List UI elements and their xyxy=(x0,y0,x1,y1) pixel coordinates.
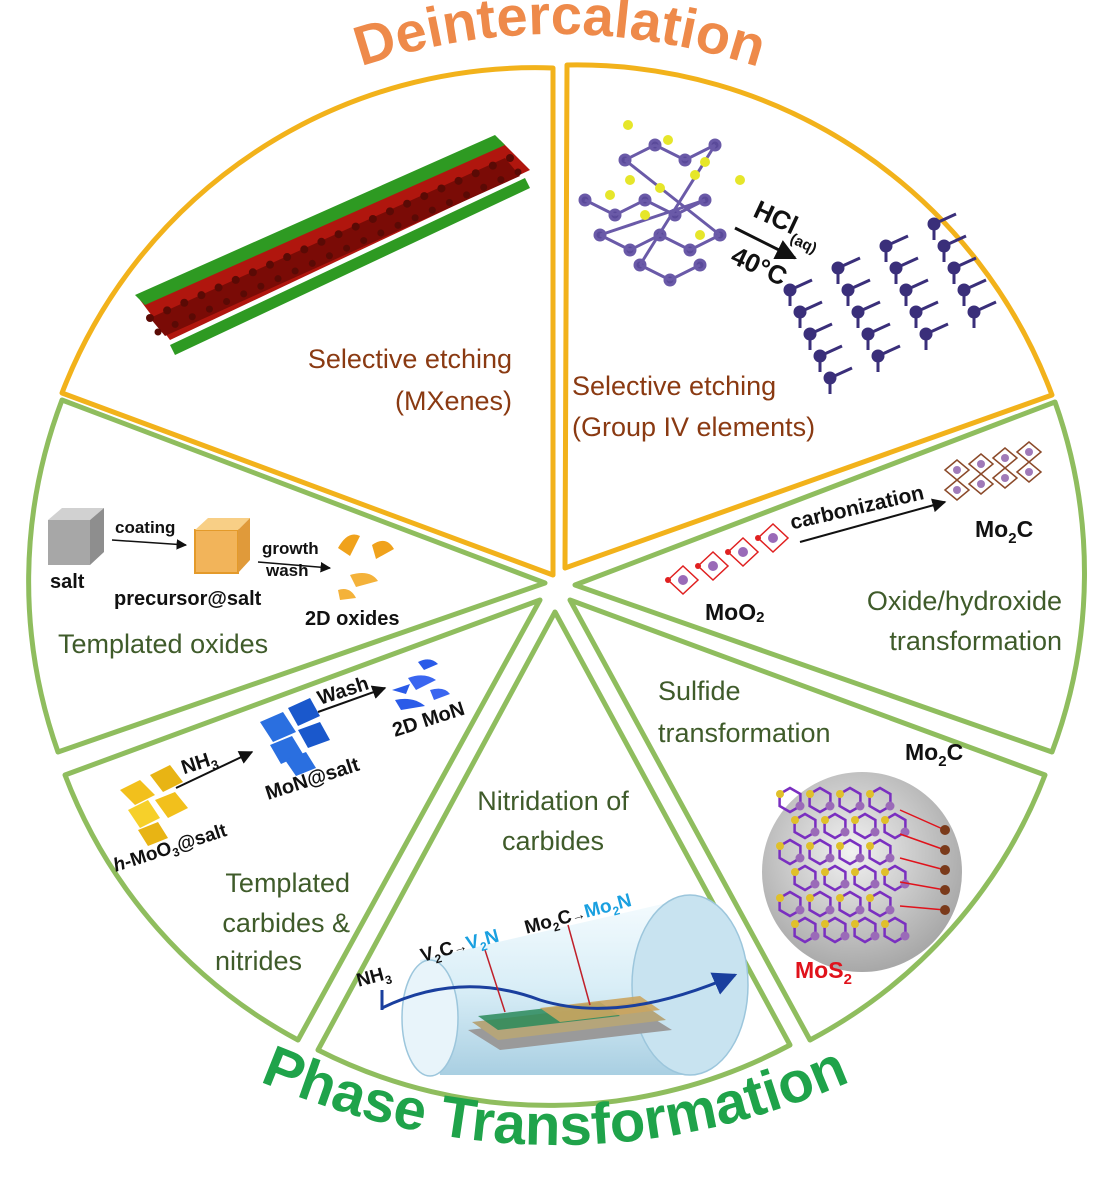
sulfide-mo2c-label: Mo2C xyxy=(905,739,963,770)
mos2-mo2c-sphere-illustration xyxy=(762,772,962,972)
nitridation-line2: carbides xyxy=(502,826,604,856)
sector-oxide-hydroxide xyxy=(572,399,1087,755)
v2c-reaction-label: V2C→V2N xyxy=(418,926,502,970)
group4-structure-illustration xyxy=(578,120,997,394)
templated-carbides-line1: Templated xyxy=(225,868,350,898)
oxide-flakes-icon xyxy=(338,534,394,600)
hcl-label: HCl(aq) xyxy=(747,194,828,257)
mxene-structure-illustration xyxy=(135,135,530,355)
wash-label: wash xyxy=(265,561,309,580)
nitridation-line1: Nitridation of xyxy=(477,786,629,816)
sulfide-line2: transformation xyxy=(658,718,831,748)
moo3-crystals-icon xyxy=(120,765,188,846)
coating-label: coating xyxy=(115,518,175,537)
sector-templated-carbides xyxy=(62,597,543,1043)
group4-label-line1: Selective etching xyxy=(572,371,776,401)
templated-oxides-title: Templated oxides xyxy=(58,629,268,659)
sector-group4 xyxy=(562,62,1055,571)
oxide-hydroxide-line1: Oxide/hydroxide xyxy=(867,586,1062,616)
2d-mon-flakes-icon xyxy=(392,659,450,710)
title-deintercalation: Deintercalation xyxy=(346,0,773,78)
templated-carbides-line2: carbides & xyxy=(222,908,350,938)
sector-templated-oxides xyxy=(26,397,548,755)
salt-cube-icon xyxy=(48,508,104,565)
sector-sulfide xyxy=(567,597,1048,1043)
moo3-salt-label: h-MoO3@salt xyxy=(111,820,231,879)
hcl-arrow xyxy=(734,226,797,260)
precursor-label: precursor@salt xyxy=(114,588,262,610)
mxenes-label-line1: Selective etching xyxy=(308,344,512,374)
group4-label-line2: (Group IV elements) xyxy=(572,412,815,442)
precursor-cube-icon xyxy=(194,518,250,574)
mxenes-label-line2: (MXenes) xyxy=(395,386,512,416)
temperature-label: 40°C xyxy=(727,240,793,292)
oxide-hydroxide-line2: transformation xyxy=(889,626,1062,656)
moo2-label: MoO2 xyxy=(705,599,764,626)
templated-carbides-line3: nitrides xyxy=(215,946,302,976)
mo2c-label: Mo2C xyxy=(975,516,1033,547)
sector-nitridation xyxy=(315,609,793,1108)
oxides-label: 2D oxides xyxy=(305,608,399,630)
sector-mxenes xyxy=(59,65,556,578)
growth-label: growth xyxy=(262,539,319,558)
mon-crystals-icon xyxy=(260,698,330,776)
mos2-label: MoS2 xyxy=(795,957,852,988)
mon-salt-label: MoN@salt xyxy=(263,754,363,805)
salt-label: salt xyxy=(50,571,85,593)
sulfide-line1: Sulfide xyxy=(658,676,741,706)
moo2-lattice-illustration xyxy=(665,522,790,596)
mo2c-lattice-illustration xyxy=(943,441,1043,501)
tube-furnace-illustration xyxy=(380,894,749,1077)
